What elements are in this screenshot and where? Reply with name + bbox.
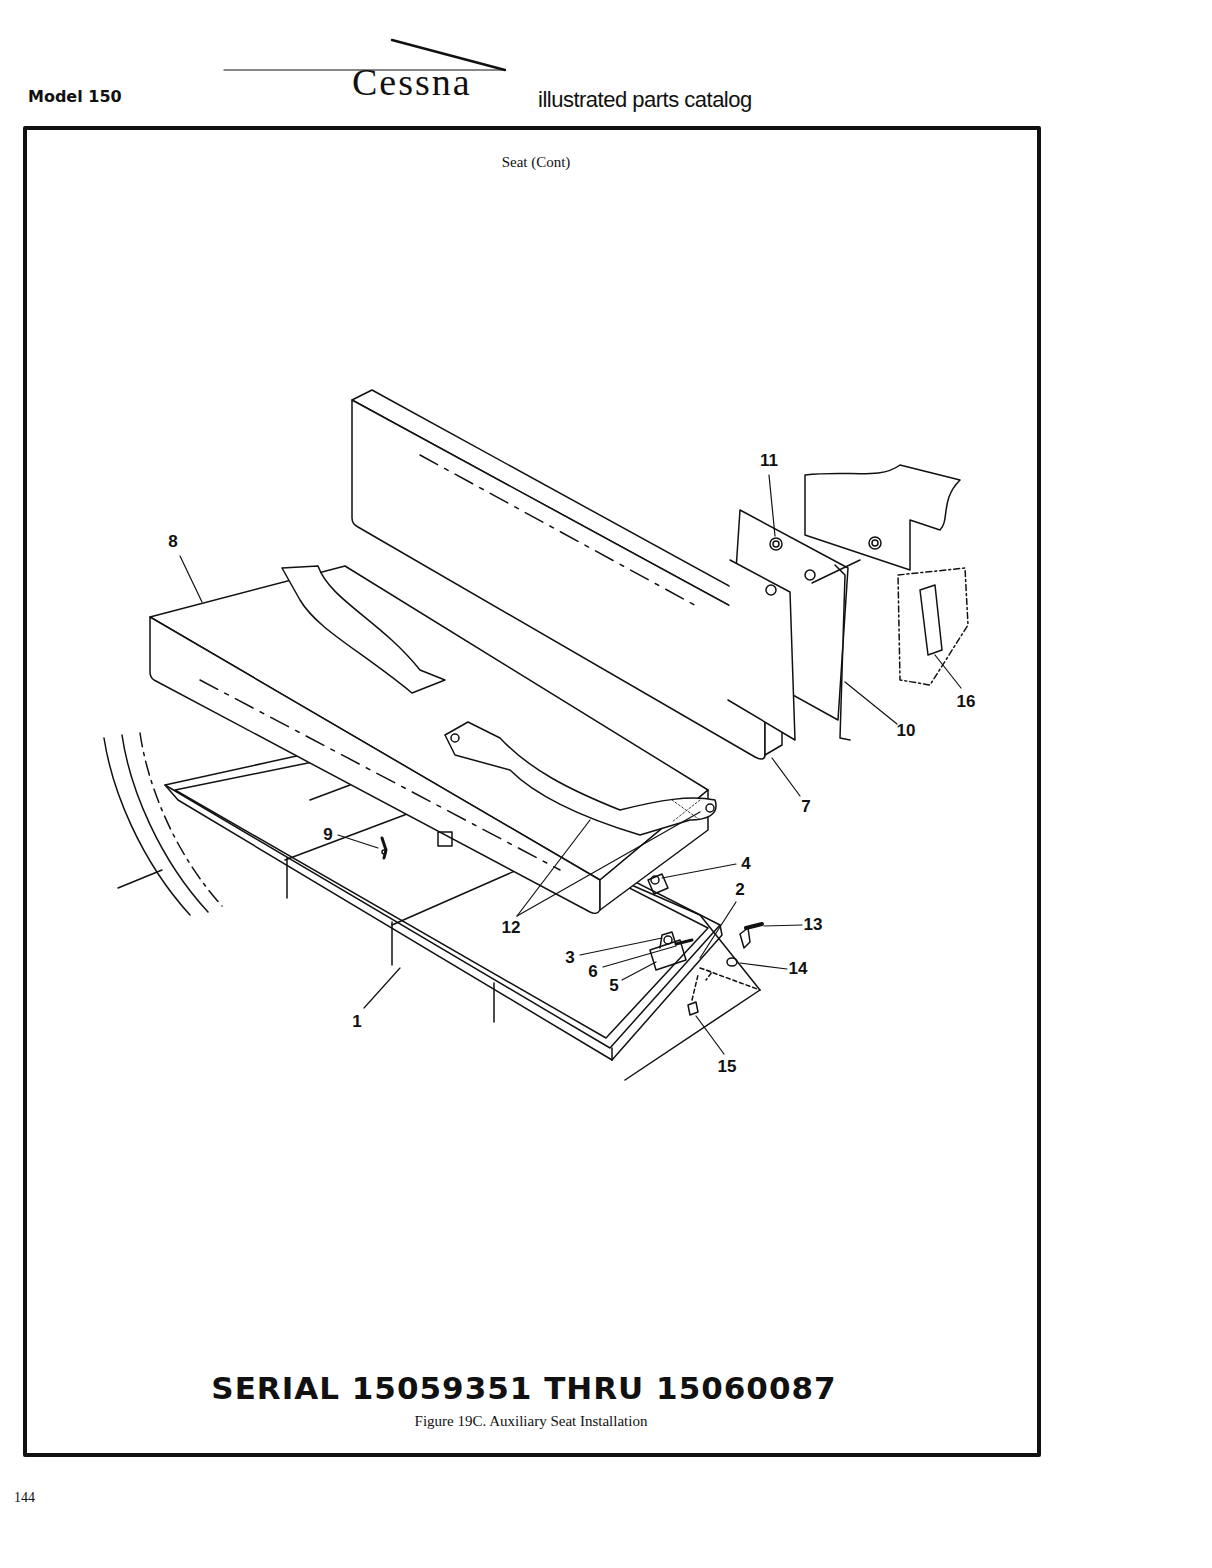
callout-number: 6 (588, 963, 597, 982)
model-label: Model 150 (28, 88, 122, 106)
brand-logo: Cessna (352, 62, 472, 104)
callout-number: 14 (789, 960, 808, 979)
callout-number: 4 (741, 855, 750, 874)
seat-belt (282, 566, 716, 835)
mount-hardware (382, 832, 762, 1015)
callout-number: 11 (760, 452, 778, 471)
callout-number: 8 (168, 533, 177, 552)
section-title: Seat (Cont) (502, 154, 571, 171)
callout-number: 1 (352, 1013, 361, 1032)
leader-line (180, 475, 961, 1054)
callout-number: 2 (735, 881, 744, 900)
serial-range: SERIAL 15059351 THRU 15060087 (211, 1371, 836, 1405)
callout-number: 10 (897, 722, 916, 741)
page-number: 144 (14, 1490, 35, 1505)
callout-number: 3 (565, 949, 574, 968)
callout-number: 5 (609, 977, 618, 996)
callout-number: 13 (804, 916, 823, 935)
callout-number: 12 (502, 919, 521, 938)
catalog-heading: illustrated parts catalog (538, 88, 752, 112)
callout-number: 9 (323, 826, 332, 845)
callout-number: 15 (718, 1058, 737, 1077)
callout-number: 7 (801, 798, 810, 817)
back-panel-detail (728, 465, 968, 740)
callout-number: 16 (957, 693, 976, 712)
seat-cushion (150, 566, 708, 913)
page-frame (25, 128, 1039, 1455)
figure-caption: Figure 19C. Auxiliary Seat Installation (415, 1413, 648, 1430)
